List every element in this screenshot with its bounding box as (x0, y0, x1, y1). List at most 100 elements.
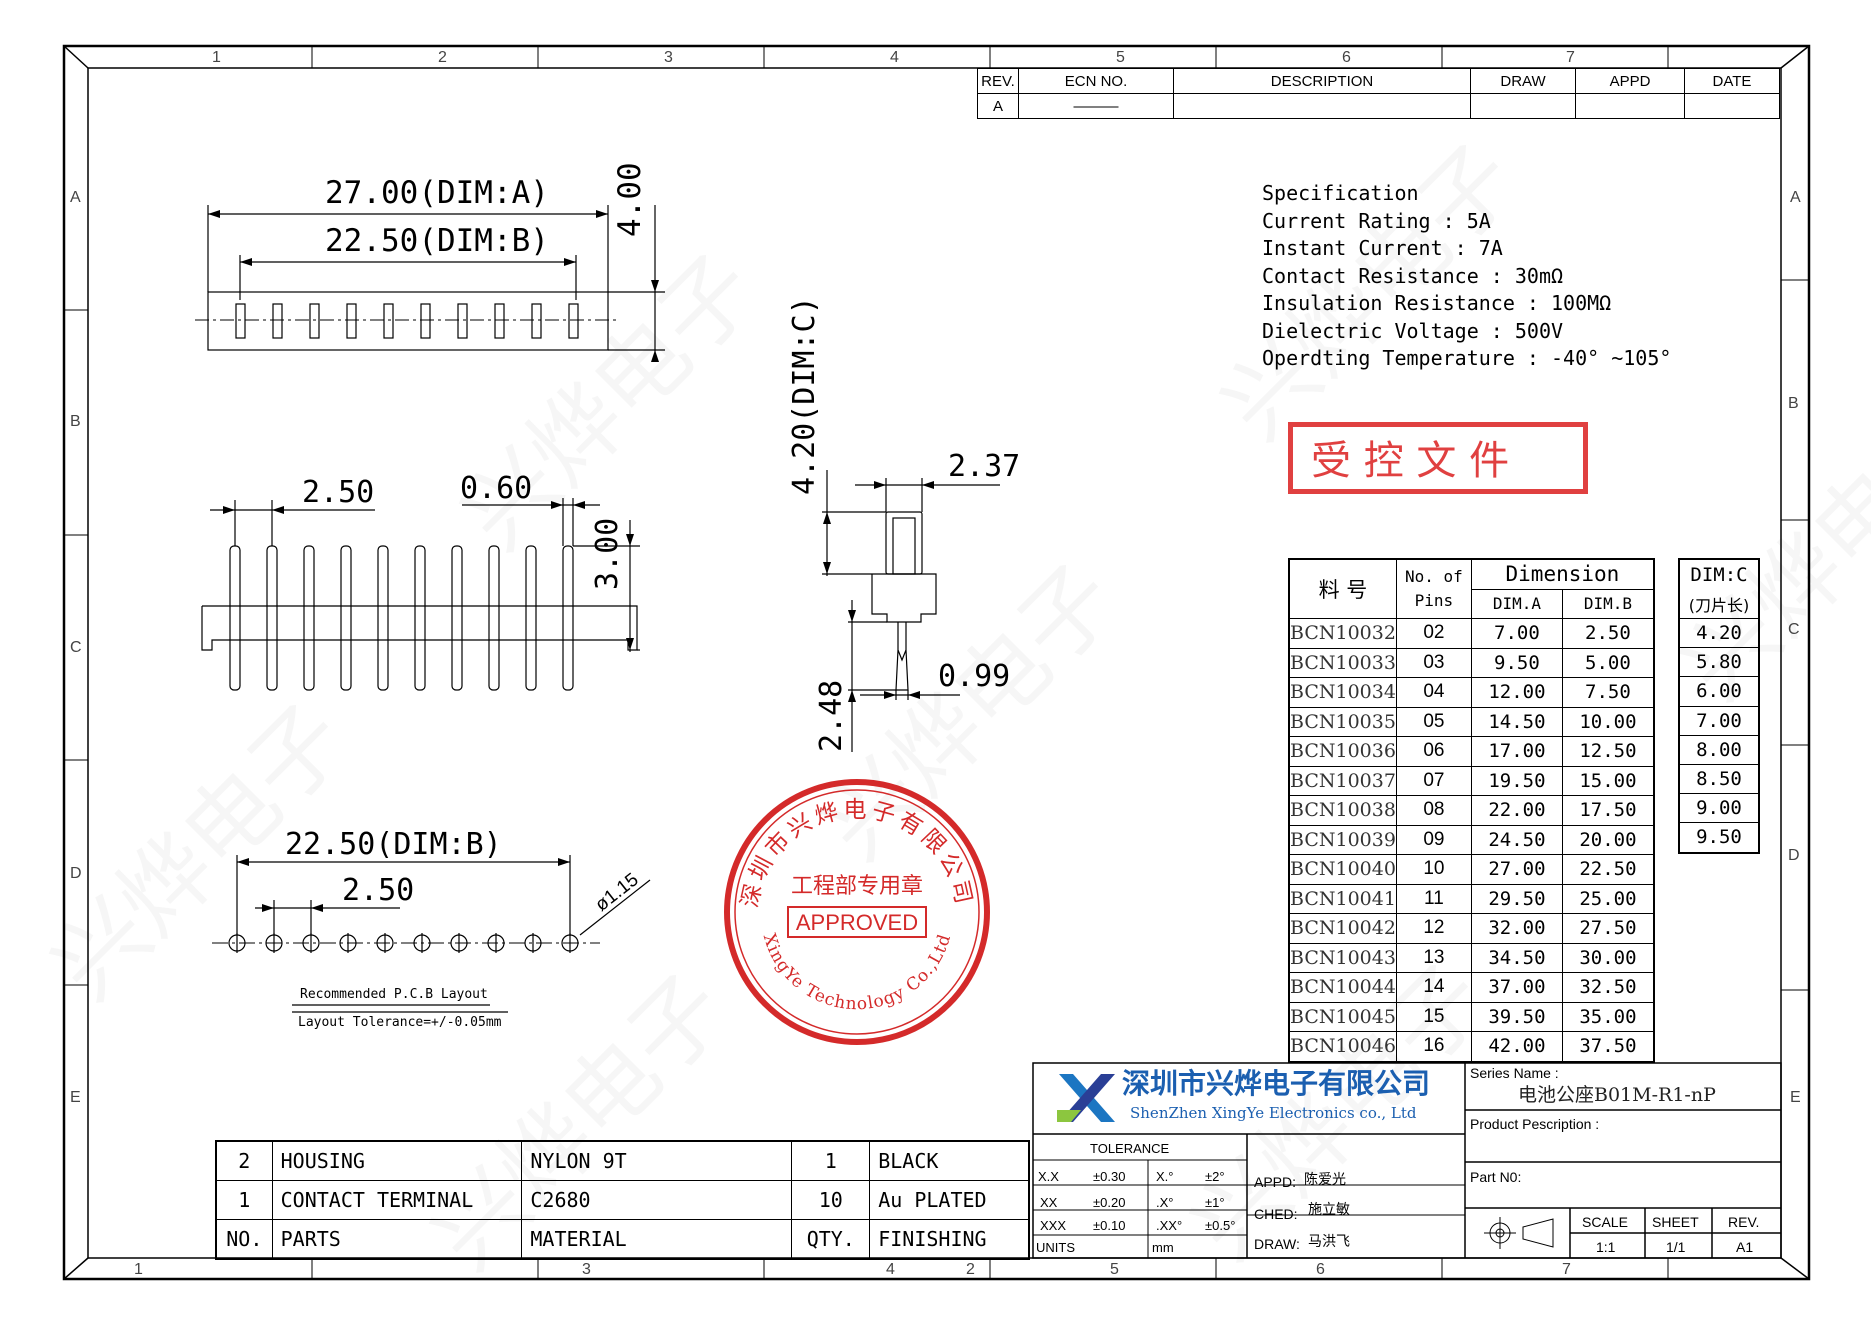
table-row: 4.20 (1678, 617, 1760, 649)
pins-cell: 05 (1395, 706, 1472, 737)
scale-label: SCALE (1582, 1214, 1628, 1230)
dim-b-cell: 30.00 (1561, 942, 1655, 973)
zone-label-top: 2 (438, 49, 447, 66)
bom-material-cell: NYLON 9T (521, 1140, 793, 1181)
dim-a-cell: 29.50 (1470, 883, 1563, 914)
pins-cell: 14 (1395, 972, 1472, 1003)
dim-b-cell: 35.00 (1561, 1001, 1655, 1032)
dim-b-cell: 12.50 (1561, 736, 1655, 767)
bom-part-cell: HOUSING (271, 1140, 523, 1181)
pins-header: No. of Pins (1395, 558, 1472, 619)
spec-operating-temperature: Operdting Temperature : -40° ~105° (1262, 346, 1672, 370)
seal-department-text: 工程部专用章 (791, 874, 923, 899)
spec-instant-current: Instant Current : 7A (1262, 236, 1503, 260)
bom-no-cell: NO. (215, 1219, 273, 1260)
bom-no-cell: 1 (215, 1180, 273, 1220)
draw-name: 马洪飞 (1308, 1234, 1350, 1250)
dim-a-cell: 24.50 (1470, 824, 1563, 855)
part-number-cell: BCN10046 (1288, 1031, 1397, 1062)
bom-finish-cell: Au PLATED (869, 1180, 1030, 1220)
table-row: 8.50 (1678, 763, 1760, 795)
dim-b-cell: 22.50 (1561, 854, 1655, 885)
dim-c-cell: 5.80 (1678, 647, 1760, 678)
pins-cell: 10 (1395, 854, 1472, 885)
dim-b-cell: 25.00 (1561, 883, 1655, 914)
zone-label-side: E (70, 1089, 81, 1106)
part-number-cell: BCN10035 (1288, 706, 1397, 737)
zone-label-bottom: 2 (966, 1261, 975, 1278)
part-number-cell: BCN10034 (1288, 677, 1397, 708)
series-name-label: Series Name : (1470, 1065, 1559, 1081)
tolerance-angle2-label: .X° (1156, 1195, 1174, 1210)
pins-cell: 16 (1395, 1031, 1472, 1062)
dimension-table: 料 号 No. of Pins Dimension DIM.A DIM.B BC… (1288, 558, 1655, 1063)
dimension-header: Dimension (1470, 558, 1655, 590)
dim-b-cell: 17.50 (1561, 795, 1655, 826)
dim-b-header: DIM.B (1561, 588, 1655, 619)
units-label: UNITS (1036, 1240, 1075, 1255)
bom-qty-cell: 10 (791, 1180, 871, 1220)
zone-label-side: D (1788, 847, 1800, 864)
bom-finish-cell: FINISHING (869, 1219, 1030, 1260)
part-number-cell: BCN10044 (1288, 972, 1397, 1003)
specification-title: Specification (1262, 181, 1419, 205)
zone-label-side: C (70, 639, 82, 656)
approved-seal: 深圳市兴烨电子有限公司 XingYe Technology Co.,Ltd 工程… (724, 779, 990, 1045)
draw-value (1470, 93, 1576, 119)
dim-a-cell: 7.00 (1470, 618, 1563, 649)
zone-label-bottom: 1 (134, 1261, 143, 1278)
company-logo-icon (1057, 1074, 1115, 1122)
controlled-document-text: 受 控 文 件 (1311, 438, 1510, 484)
table-row: 5.80 (1678, 647, 1760, 678)
zone-label-top: 4 (890, 49, 899, 66)
part-number-cell: BCN10045 (1288, 1001, 1397, 1032)
table-row: 7.00 (1678, 705, 1760, 736)
dim-b-cell: 7.50 (1561, 677, 1655, 708)
ecn-value: ——— (1018, 93, 1174, 119)
tolerance-xx-label: XX (1040, 1195, 1058, 1210)
pins-header-line1: No. of (1405, 567, 1463, 586)
part-number-label: Part N0: (1470, 1169, 1522, 1185)
zone-label-bottom: 3 (582, 1261, 591, 1278)
part-number-cell: BCN10038 (1288, 795, 1397, 826)
zone-label-top: 3 (664, 49, 673, 66)
zone-label-side: A (1790, 189, 1801, 206)
units-value: mm (1152, 1240, 1174, 1255)
appd-name: 陈爱光 (1304, 1172, 1346, 1188)
bom-qty-cell: 1 (791, 1140, 871, 1181)
description-value (1173, 93, 1471, 119)
dim-a-label: 27.00(DIM:A) (325, 175, 549, 211)
dim-a-cell: 19.50 (1470, 765, 1563, 796)
tolerance-x-label: X.X (1038, 1169, 1059, 1184)
dim-a-cell: 42.00 (1470, 1031, 1563, 1062)
spec-current-rating: Current Rating : 5A (1262, 208, 1491, 233)
zone-label-top: 5 (1116, 49, 1125, 66)
pins-cell: 15 (1395, 1001, 1472, 1032)
dim-a-cell: 34.50 (1470, 942, 1563, 973)
side-tail-label: 2.48 (814, 679, 849, 752)
dim-c-label: 4.20(DIM:C) (787, 296, 822, 495)
dim-b-cell: 37.50 (1561, 1031, 1655, 1062)
company-name-en: ShenZhen XingYe Electronics co., Ltd (1130, 1104, 1417, 1122)
dim-a-cell: 39.50 (1470, 1001, 1563, 1032)
appd-value (1575, 93, 1685, 119)
tolerance-angle1-value: ±2° (1205, 1169, 1225, 1184)
pin-width-label: 0.60 (460, 471, 533, 506)
draw-label: DRAW: (1254, 1236, 1300, 1252)
tolerance-xxx-value: ±0.10 (1093, 1218, 1126, 1233)
pitch-label: 2.50 (302, 475, 375, 510)
dim-a-cell: 12.00 (1470, 677, 1563, 708)
zone-label-side: C (1788, 621, 1800, 638)
pcb-layout-title: Recommended P.C.B Layout (300, 987, 488, 1002)
pcb-pitch-label: 2.50 (342, 873, 415, 908)
dim-c-subheader: (刀片长) (1678, 589, 1760, 619)
